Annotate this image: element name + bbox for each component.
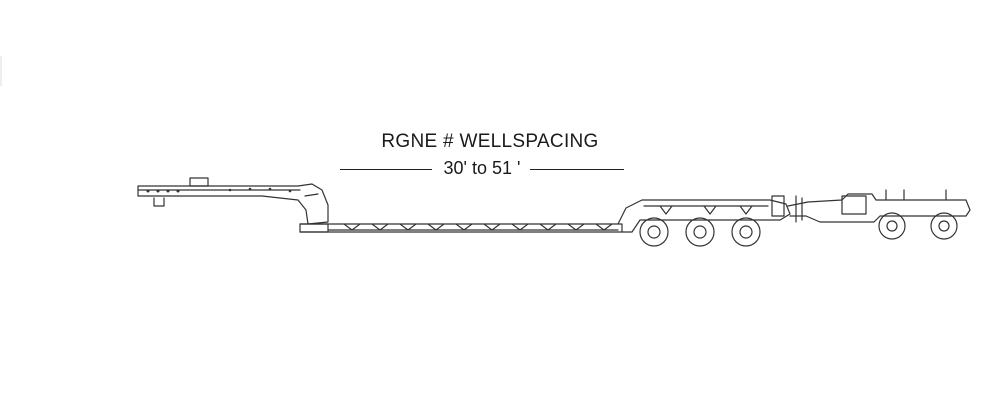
well-deck xyxy=(299,223,623,233)
jeep-dolly xyxy=(787,189,971,240)
rear-axle-group xyxy=(639,217,761,247)
edge-artifact xyxy=(0,56,2,86)
well-spacing-dimension: 30' to 51 ' xyxy=(340,158,624,180)
rear-frame xyxy=(617,195,791,233)
dimension-label: 30' to 51 ' xyxy=(443,158,521,178)
dimension-line-left xyxy=(340,169,432,170)
dimension-line-right xyxy=(530,169,624,170)
deck-crossmembers xyxy=(343,223,613,231)
diagram-title: RGNE # WELLSPACING xyxy=(381,131,599,152)
